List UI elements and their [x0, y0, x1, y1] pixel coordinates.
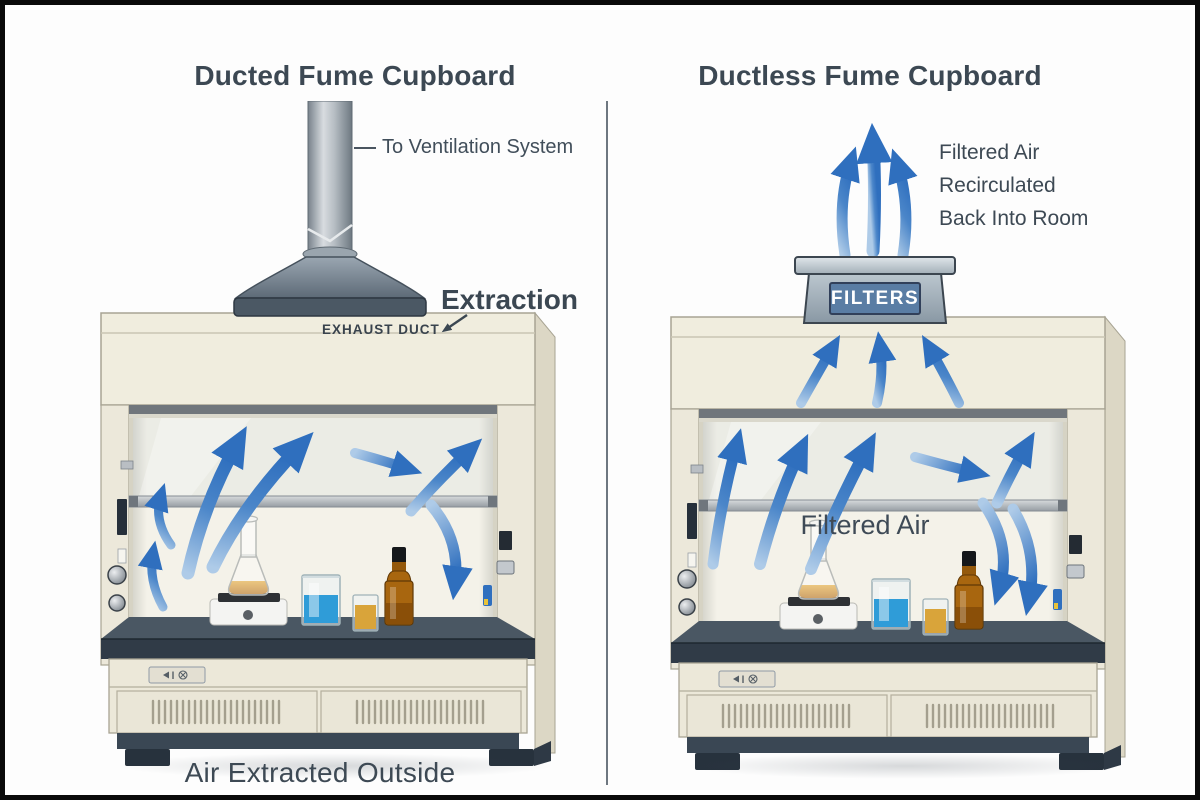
- airflow-arrow: [977, 497, 1020, 606]
- airflow-arrows-left: [137, 426, 483, 612]
- air-extracted-caption: Air Extracted Outside: [184, 757, 456, 788]
- ventilation-leader-line: [354, 147, 376, 149]
- airflow-arrow: [350, 448, 423, 477]
- filters-box-illustration: [794, 123, 956, 324]
- ductless-fume-cupboard-illustration: [661, 307, 1131, 785]
- extraction-pointer-arrow: [441, 314, 468, 333]
- airflow-arrow: [754, 433, 809, 570]
- airflow-arrow: [991, 431, 1035, 509]
- airflow-arrow: [181, 426, 247, 580]
- airflow-arrow: [921, 334, 964, 408]
- airflow-arrows-right: [707, 331, 1048, 617]
- airflow-arrow: [144, 483, 176, 550]
- airflow-arrow: [137, 540, 168, 612]
- ventilation-label: To Ventilation System: [382, 136, 574, 158]
- airflow-arrow: [796, 334, 841, 408]
- exhaust-duct-illustration: [233, 101, 427, 317]
- airflow-arrow: [910, 452, 991, 483]
- recirculated-line-1: Filtered Air: [939, 141, 1040, 164]
- right-panel-title: Ductless Fume Cupboard: [698, 60, 1042, 91]
- recirculated-line-2: Recirculated: [939, 174, 1056, 197]
- airflow-arrow: [830, 146, 860, 261]
- filtered-air-interior-label: Filtered Air: [800, 510, 930, 540]
- airflow-arrow: [707, 428, 747, 570]
- left-panel-title: Ducted Fume Cupboard: [194, 60, 516, 91]
- airflow-arrow: [1007, 503, 1048, 617]
- airflow-arrow: [805, 432, 876, 575]
- airflow-arrow: [425, 499, 473, 601]
- recirculated-air-label: Filtered Air Recirculated Back Into Room: [939, 136, 1088, 235]
- exhaust-duct-label: EXHAUST DUCT: [322, 322, 440, 337]
- recirculated-line-3: Back Into Room: [939, 207, 1089, 230]
- airflow-arrow: [856, 123, 893, 258]
- extraction-label: Extraction: [441, 284, 578, 315]
- left-cupboard-shadow: [115, 753, 555, 779]
- airflow-arrow: [888, 148, 918, 261]
- airflow-arrow: [868, 331, 897, 408]
- panel-divider: [606, 101, 608, 785]
- recirculation-arrows: [830, 123, 918, 261]
- ducted-fume-cupboard-illustration: [91, 303, 561, 781]
- filters-box-label: FILTERS: [830, 288, 920, 309]
- right-cupboard-shadow: [685, 753, 1125, 779]
- airflow-arrow: [206, 431, 314, 574]
- airflow-arrow: [405, 438, 483, 517]
